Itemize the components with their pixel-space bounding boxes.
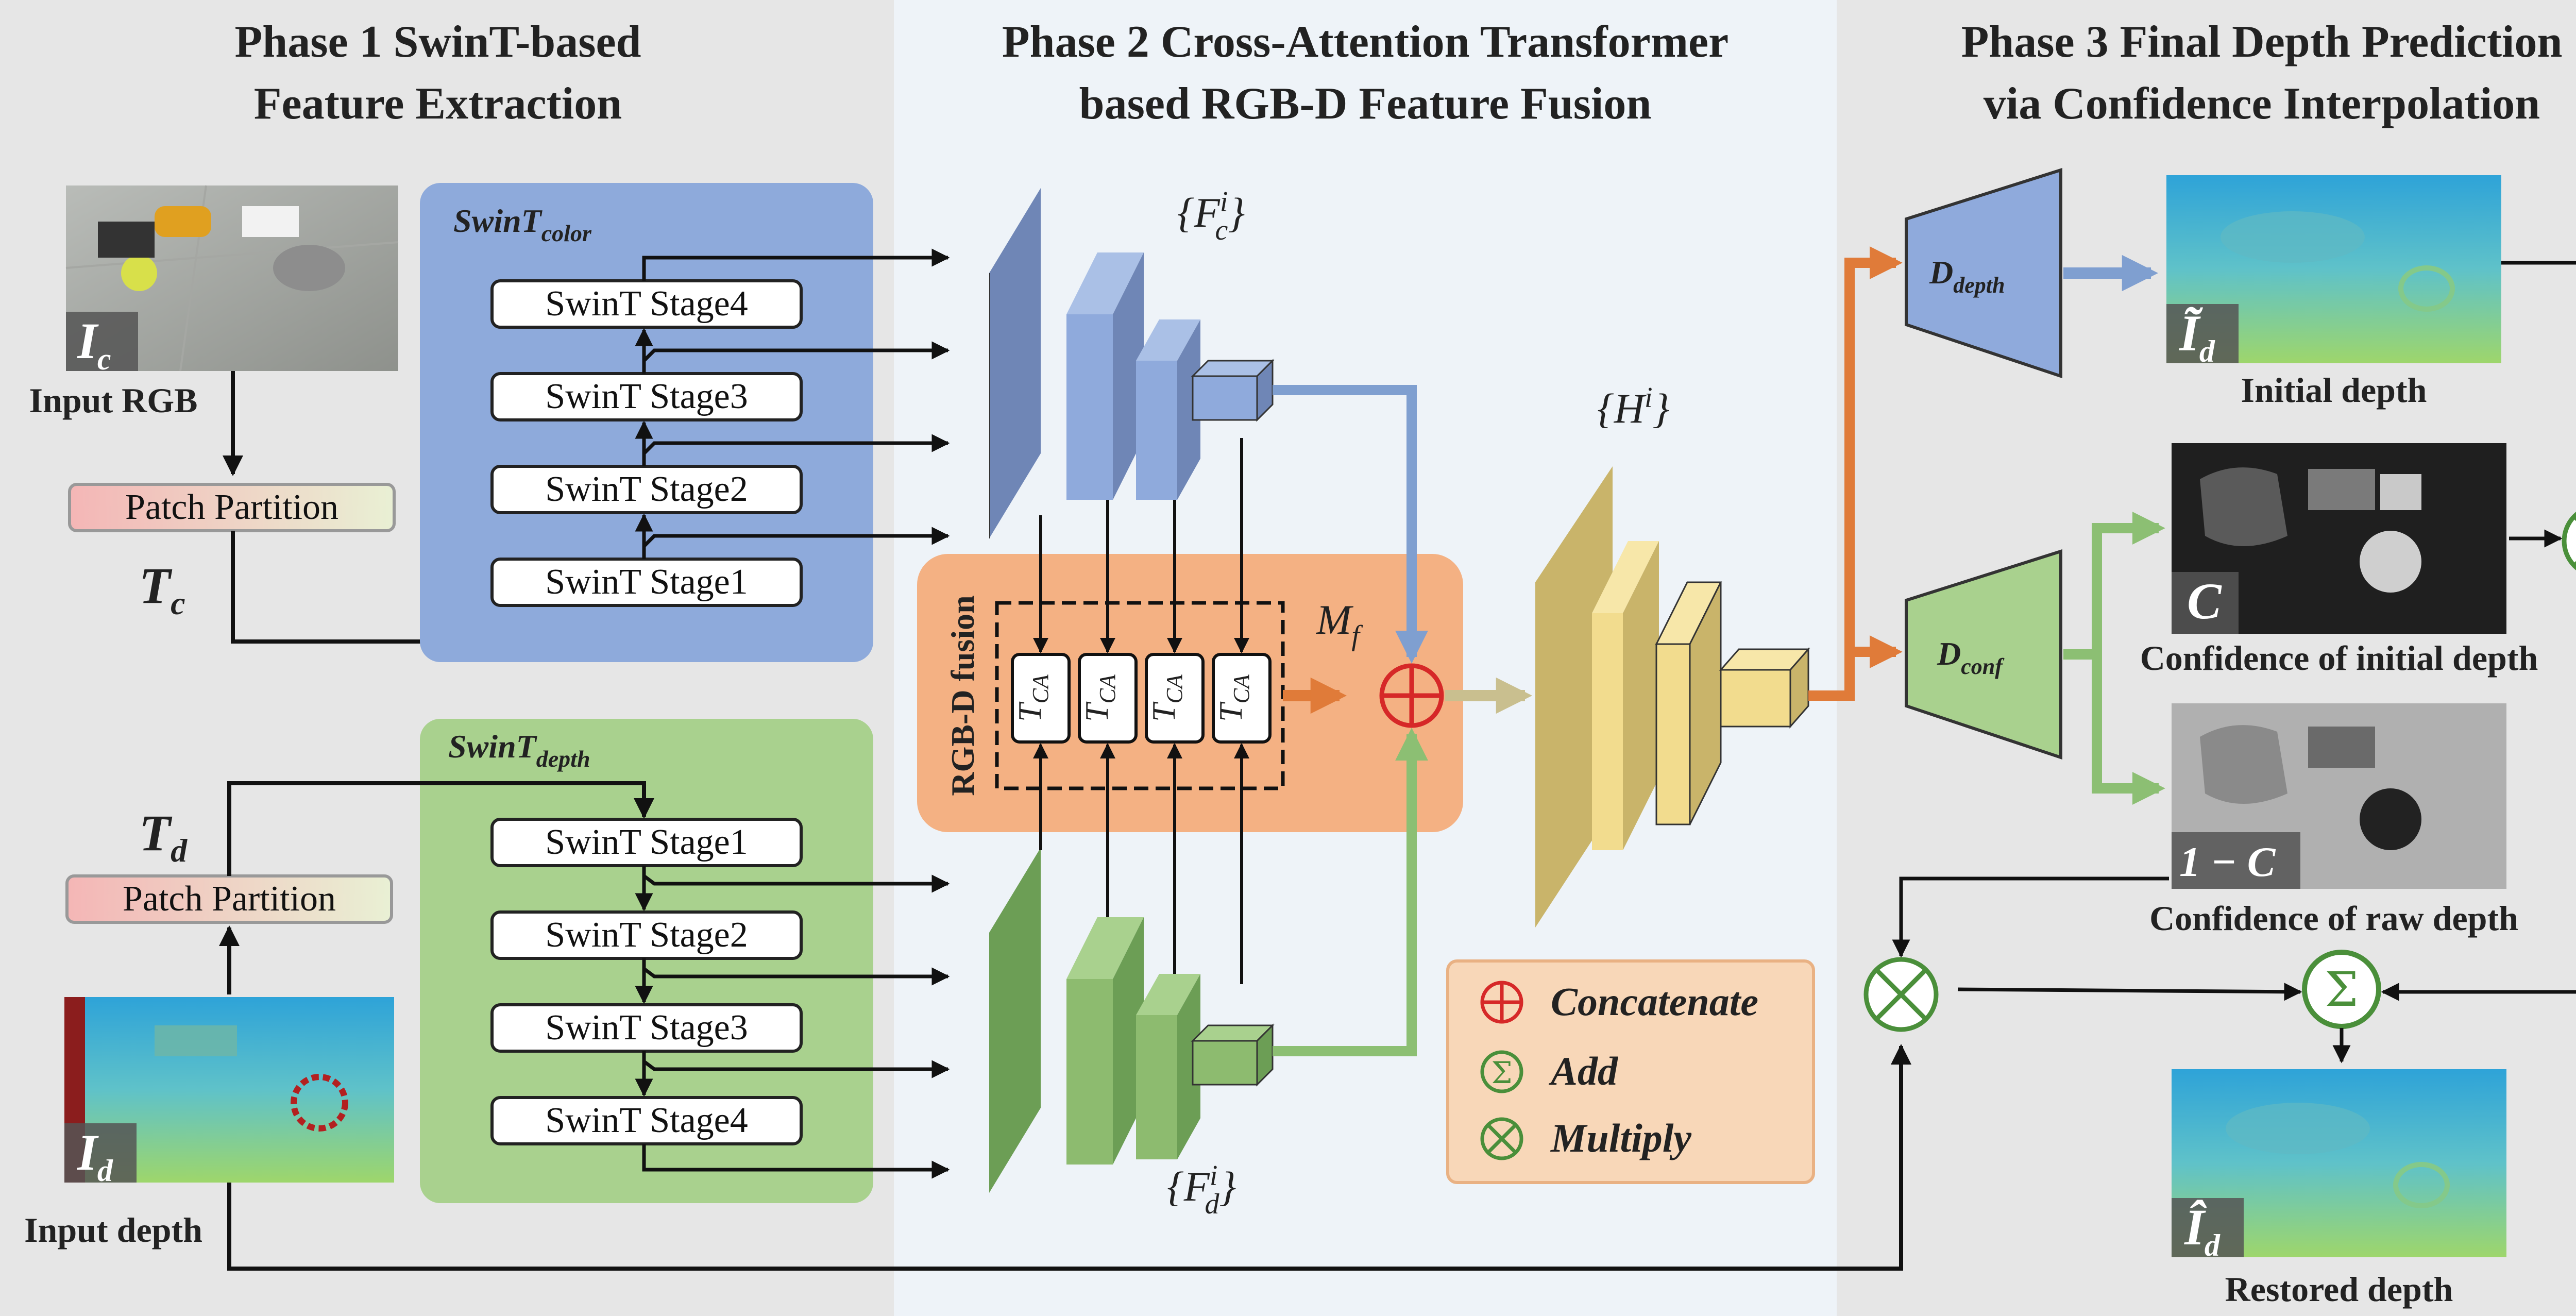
- depth-decoder: [1905, 167, 2062, 379]
- depth-stage-2: SwinT Stage2: [490, 910, 803, 960]
- conf-decoder: [1905, 549, 2062, 760]
- svg-text:SwinT Stage3: SwinT Stage3: [545, 1008, 748, 1048]
- legend-concat-icon: [1480, 981, 1523, 1024]
- initial-depth-caption: Initial depth: [2241, 370, 2427, 410]
- tca-1: TCA: [1011, 653, 1071, 744]
- swint-depth-title: SwinTdepth: [448, 728, 590, 772]
- multiply-op-bottom: [1863, 957, 1939, 1032]
- input-depth-label: Input depth: [24, 1210, 202, 1250]
- restored-depth-caption: Restored depth: [2225, 1270, 2453, 1309]
- phase2-title: Phase 2 Cross-Attention Transformer: [1002, 17, 1728, 67]
- confidence-var: C: [2187, 572, 2222, 630]
- depth-stage-4: SwinT Stage4: [490, 1096, 803, 1145]
- patch-partition-rgb-label: Patch Partition: [125, 487, 338, 527]
- conf-decoder-label: Dconf: [1937, 635, 2005, 679]
- svg-text:TCA: TCA: [1078, 674, 1120, 722]
- depth-decoder-label: Ddepth: [1929, 254, 2005, 298]
- swint-color-title: SwinTcolor: [453, 203, 592, 246]
- svg-text:TCA: TCA: [1212, 674, 1254, 722]
- initial-depth-image: Ĩd: [2166, 175, 2501, 368]
- input-rgb-label: Input RGB: [29, 381, 198, 420]
- confidence-image: C: [2172, 443, 2506, 634]
- rgbd-fusion-label: RGB-D fusion: [944, 595, 981, 796]
- raw-confidence-var: 1 − C: [2179, 838, 2276, 885]
- depth-stage-3: SwinT Stage3: [490, 1003, 803, 1053]
- td-token-label: Td: [139, 804, 188, 869]
- raw-confidence-image: 1 − C: [2172, 703, 2506, 889]
- svg-text:SwinT Stage1: SwinT Stage1: [545, 562, 748, 602]
- svg-text:Σ: Σ: [1491, 1055, 1512, 1090]
- phase1-subtitle: Feature Extraction: [254, 79, 622, 129]
- h-label: {Hi}: [1597, 382, 1670, 432]
- color-stage-1: SwinT Stage1: [490, 558, 803, 607]
- restored-depth-var: Îd: [2184, 1199, 2221, 1262]
- phase1-title: Phase 1 SwinT-based: [235, 17, 641, 67]
- svg-text:SwinT Stage4: SwinT Stage4: [545, 284, 748, 324]
- svg-text:SwinT Stage1: SwinT Stage1: [545, 822, 748, 862]
- confidence-caption: Confidence of initial depth: [2140, 638, 2538, 678]
- raw-confidence-caption: Confidence of raw depth: [2149, 899, 2518, 938]
- depth-image-var: Id: [77, 1124, 113, 1188]
- color-stage-4: SwinT Stage4: [490, 279, 803, 329]
- phase2-subtitle: based RGB-D Feature Fusion: [1079, 79, 1652, 129]
- color-stage-3: SwinT Stage3: [490, 372, 803, 421]
- input-depth-image: Id: [64, 997, 394, 1188]
- color-stage-2: SwinT Stage2: [490, 465, 803, 514]
- fused-feature-pyramid: [1535, 466, 1810, 927]
- svg-text:SwinT Stage2: SwinT Stage2: [545, 915, 748, 955]
- legend: Concatenate Σ Add Multiply: [1446, 959, 1815, 1184]
- tca-4: TCA: [1212, 653, 1272, 744]
- rgb-feature-pyramid: [989, 188, 1275, 538]
- svg-text:Σ: Σ: [2325, 962, 2358, 1017]
- concat-operator: [1379, 663, 1444, 728]
- depth-stage-1: SwinT Stage1: [490, 818, 803, 867]
- tc-token-label: Tc: [139, 557, 185, 621]
- sum-operator: Σ: [2302, 950, 2381, 1029]
- input-rgb-image: Ic: [65, 185, 399, 376]
- patch-partition-depth-label: Patch Partition: [123, 879, 336, 919]
- phase3-subtitle: via Confidence Interpolation: [1984, 79, 2540, 129]
- svg-text:TCA: TCA: [1145, 674, 1187, 722]
- restored-depth-image: Îd: [2172, 1069, 2506, 1262]
- legend-add-icon: Σ: [1480, 1050, 1523, 1093]
- legend-multiply-label: Multiply: [1550, 1116, 1691, 1160]
- svg-text:SwinT Stage2: SwinT Stage2: [545, 469, 748, 509]
- tca-2: TCA: [1078, 653, 1138, 744]
- svg-text:SwinT Stage3: SwinT Stage3: [545, 377, 748, 416]
- legend-multiply-icon: [1480, 1117, 1523, 1160]
- multiply-op-top: [2562, 512, 2576, 570]
- rgb-image-var: Ic: [77, 312, 111, 376]
- tca-3: TCA: [1145, 653, 1205, 744]
- phase3-title: Phase 3 Final Depth Prediction: [1961, 17, 2563, 67]
- legend-add-label: Add: [1548, 1049, 1618, 1093]
- legend-concat-label: Concatenate: [1551, 979, 1758, 1024]
- svg-text:TCA: TCA: [1011, 674, 1053, 722]
- svg-text:SwinT Stage4: SwinT Stage4: [545, 1101, 748, 1140]
- depth-feature-pyramid: [989, 848, 1275, 1193]
